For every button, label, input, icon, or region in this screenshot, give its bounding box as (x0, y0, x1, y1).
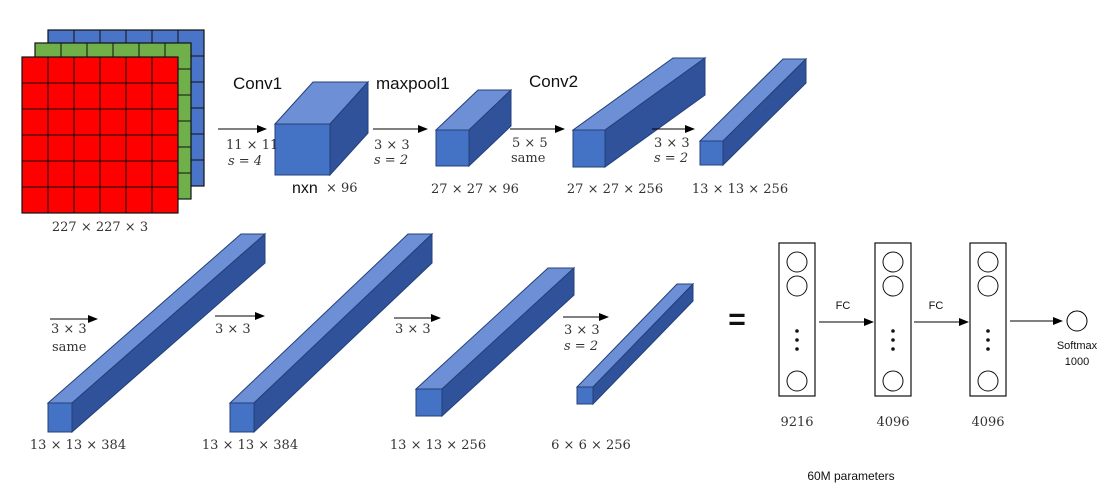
out-row1-3-size: 27 × 27 × 256 (567, 182, 663, 197)
fc-layer-3 (969, 242, 1007, 397)
out-row2-2-size: 13 × 13 × 384 (202, 438, 298, 453)
volume-conv1 (273, 80, 370, 177)
volume-conv4-front-face (229, 402, 255, 433)
op-row1-4-stride: s = 2 (654, 151, 688, 166)
op-row2-1-kernel: 3 × 3 (51, 322, 87, 337)
volume-conv1-front-face (274, 123, 331, 176)
feature-volumes (46, 57, 808, 434)
fc-size-2: 4096 (876, 415, 909, 430)
volume-maxpool2 (698, 57, 808, 167)
fc-layer-3-ellipsis-dot (986, 338, 990, 342)
fc-layer-3-neuron (977, 370, 999, 392)
op-row2-1-padding: same (52, 340, 87, 355)
fc-layer-3-neuron (977, 251, 999, 273)
fc-layer-2-ellipsis-dot (891, 338, 895, 342)
fc-layer-3-ellipsis-dot (986, 329, 990, 333)
fc-arrow-label-2: FC (929, 300, 944, 312)
volume-conv3 (46, 232, 267, 434)
fc-size-1: 9216 (780, 415, 813, 430)
softmax-output-neuron (1066, 310, 1088, 332)
op-row1-3-padding: same (511, 151, 546, 166)
fc-layer-2-neuron (882, 275, 904, 297)
maxpool1-title: maxpool1 (376, 74, 450, 93)
op-row1-3-kernel: 5 × 5 (512, 136, 548, 151)
volume-conv2-front-face (572, 129, 606, 168)
volume-maxpool1-front-face (435, 129, 470, 167)
fc-arrow-label-1: FC (836, 300, 851, 312)
volume-maxpool3 (575, 282, 695, 406)
out-row1-2-size: 27 × 27 × 96 (431, 182, 519, 197)
out-row2-4-size: 6 × 6 × 256 (551, 438, 631, 453)
volume-conv5-front-face (415, 388, 443, 417)
softmax-count: 1000 (1065, 356, 1089, 368)
fc-layer-2-ellipsis-dot (891, 329, 895, 333)
volume-maxpool1 (434, 88, 513, 168)
op-row2-2-kernel: 3 × 3 (215, 322, 251, 337)
volume-conv5-top-face (414, 267, 576, 390)
fc-layer-1-ellipsis-dot (795, 347, 799, 351)
volume-conv5 (414, 266, 576, 418)
input-image-channels (21, 29, 205, 214)
fc-layer-1-neuron (786, 251, 808, 273)
op-row1-1-stride: s = 4 (228, 154, 262, 169)
volume-conv4 (228, 232, 434, 434)
out-row1-1-suffix: × 96 (326, 181, 358, 196)
fc-layer-1-neuron (786, 370, 808, 392)
input-size-label: 227 × 227 × 3 (52, 220, 148, 235)
volume-maxpool3-front-face (576, 386, 594, 405)
op-row2-3-kernel: 3 × 3 (395, 322, 431, 337)
out-row1-1-prefix: nxn (292, 180, 318, 197)
fc-layer-2-neuron (882, 370, 904, 392)
out-row2-3-size: 13 × 13 × 256 (390, 438, 486, 453)
input-channel-red (21, 56, 179, 214)
softmax-label: Softmax (1057, 340, 1098, 352)
volume-maxpool2-front-face (699, 140, 724, 166)
fc-layer-1-ellipsis-dot (795, 338, 799, 342)
op-row1-1-kernel: 11 × 11 (226, 138, 278, 153)
op-row1-4-kernel: 3 × 3 (654, 136, 690, 151)
op-row1-2-stride: s = 2 (374, 153, 408, 168)
fc-layer-1-ellipsis-dot (795, 329, 799, 333)
op-row1-2-kernel: 3 × 3 (374, 138, 410, 153)
fully-connected-layers (778, 242, 1007, 397)
volume-conv5-side-face (441, 266, 575, 418)
equals-sign: = (728, 303, 746, 336)
op-row2-4-stride: s = 2 (564, 339, 598, 354)
volume-conv3-front-face (47, 402, 73, 433)
out-row2-1-size: 13 × 13 × 384 (30, 438, 126, 453)
volume-maxpool3-side-face (592, 282, 694, 406)
fc-layer-2-ellipsis-dot (891, 347, 895, 351)
fc-size-3: 4096 (971, 415, 1004, 430)
fc-layer-2 (874, 242, 912, 397)
fc-layer-1 (778, 242, 816, 397)
conv1-title: Conv1 (233, 74, 282, 93)
volume-conv2 (571, 57, 707, 168)
op-row2-4-kernel: 3 × 3 (564, 323, 600, 338)
fc-layer-3-ellipsis-dot (986, 347, 990, 351)
fc-layer-1-neuron (786, 275, 808, 297)
fc-layer-3-neuron (977, 275, 999, 297)
parameter-count: 60M parameters (807, 469, 894, 483)
conv2-title: Conv2 (529, 72, 578, 91)
fc-layer-2-neuron (882, 251, 904, 273)
out-row1-4-size: 13 × 13 × 256 (692, 182, 788, 197)
